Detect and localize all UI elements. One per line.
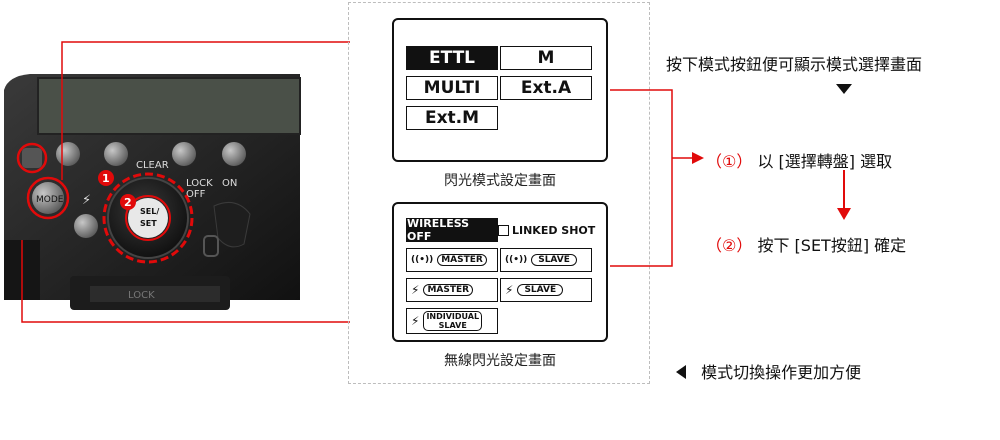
optical-flash-icon: ⚡ [505,283,514,297]
step2-marker: （②） [706,236,753,255]
marker-2 [120,194,136,210]
function-button-2 [104,142,128,166]
optical-slave-cell: ⚡ SLAVE [500,278,592,302]
connector-to-wireless [21,240,380,323]
svg-text:2: 2 [124,196,132,209]
power-switch [213,201,251,248]
mode-cell-multi: MULTI [406,76,498,100]
off-label: OFF [186,189,206,200]
step2-text: 按下 [SET按鈕] 確定 [757,236,907,255]
conclusion-text: 模式切換操作更加方便 [701,363,862,382]
intro-text: 按下模式按鈕便可顯示模式選擇畫面 [666,55,923,74]
svg-text:SEL/: SEL/ [140,207,159,216]
radio-slave-cell: ((•)) SLAVE [500,248,592,272]
step1-text: 以 [選擇轉盤] 選取 [757,152,893,171]
mode-cell-m: M [500,46,592,70]
checkbox-icon [498,224,509,236]
connector-to-flash-mode [61,41,380,180]
highlight-dial [102,172,194,264]
red-arrow-down-icon [837,170,851,220]
arrow-down-icon [836,84,852,94]
wireless-icon-button [22,148,42,168]
flash-lcd [37,77,301,135]
wireless-screen: WIRELESS OFF LINKED SHOT ((•)) MASTER ((… [392,202,608,342]
flash-mode-caption: 閃光模式設定畫面 [444,173,556,189]
flash-symbol-icon: ⚡ [82,193,91,208]
clear-label: CLEAR [136,160,169,171]
linked-shot-cell: LINKED SHOT [498,218,598,242]
radio-master-cell: ((•)) MASTER [406,248,498,272]
mode-cell-exta: Ext.A [500,76,592,100]
triangle-left-icon [676,365,686,379]
highlight-sel-set [125,195,171,241]
lock-bottom-label: LOCK [128,290,155,301]
step2: （②） 按下 [SET按鈕] 確定 [706,232,906,256]
function-button-4 [222,142,246,166]
function-button-1 [56,142,80,166]
svg-text:1: 1 [102,172,110,185]
pilot-button [74,214,98,238]
optical-flash-icon: ⚡ [411,314,420,328]
optical-slave-label: SLAVE [517,284,564,296]
mode-label: MODE [36,195,64,205]
flash-unit-photo: LOCK CLEAR MODE ⚡ SEL/ SET LOCK OFF ON [0,0,390,436]
highlight-wireless-icon [16,142,48,174]
wireless-caption: 無線閃光設定畫面 [444,353,556,369]
optical-flash-icon: ⚡ [411,283,420,297]
flash-mode-screen: ETTL M MULTI Ext.A Ext.M [392,18,608,162]
marker-1 [98,170,114,186]
conclusion: 模式切換操作更加方便 [676,359,861,383]
screens-panel [348,2,650,384]
on-label: ON [222,178,237,189]
radio-slave-label: SLAVE [531,254,577,266]
flash-unit-illustration: LOCK CLEAR MODE ⚡ SEL/ SET LOCK OFF ON [4,36,390,328]
function-button-3 [172,142,196,166]
highlight-mode-button [26,176,70,220]
individual-slave-label: SLAVE [438,321,467,330]
radio-wave-icon: ((•)) [505,255,528,265]
lock-label: LOCK [186,178,213,189]
individual-slave-cell: ⚡ INDIVIDUAL SLAVE [406,308,498,334]
individual-label: INDIVIDUAL [426,312,480,321]
step1: （①） 以 [選擇轉盤] 選取 [706,148,892,172]
right-connector [610,89,704,267]
optical-master-label: MASTER [423,284,474,296]
linked-shot-label: LINKED SHOT [512,223,596,237]
svg-text:SET: SET [140,219,157,228]
radio-wave-icon: ((•)) [411,255,434,265]
mode-cell-ettl: ETTL [406,46,498,70]
mode-button [32,182,64,214]
step1-marker: （①） [706,152,753,171]
wireless-off-cell: WIRELESS OFF [406,217,498,243]
optical-master-cell: ⚡ MASTER [406,278,498,302]
arrow-right-icon [692,152,704,164]
radio-master-label: MASTER [437,254,487,266]
mode-cell-extm: Ext.M [406,106,498,130]
sel-set-button [128,198,168,238]
individual-slave-tag: INDIVIDUAL SLAVE [423,311,483,331]
